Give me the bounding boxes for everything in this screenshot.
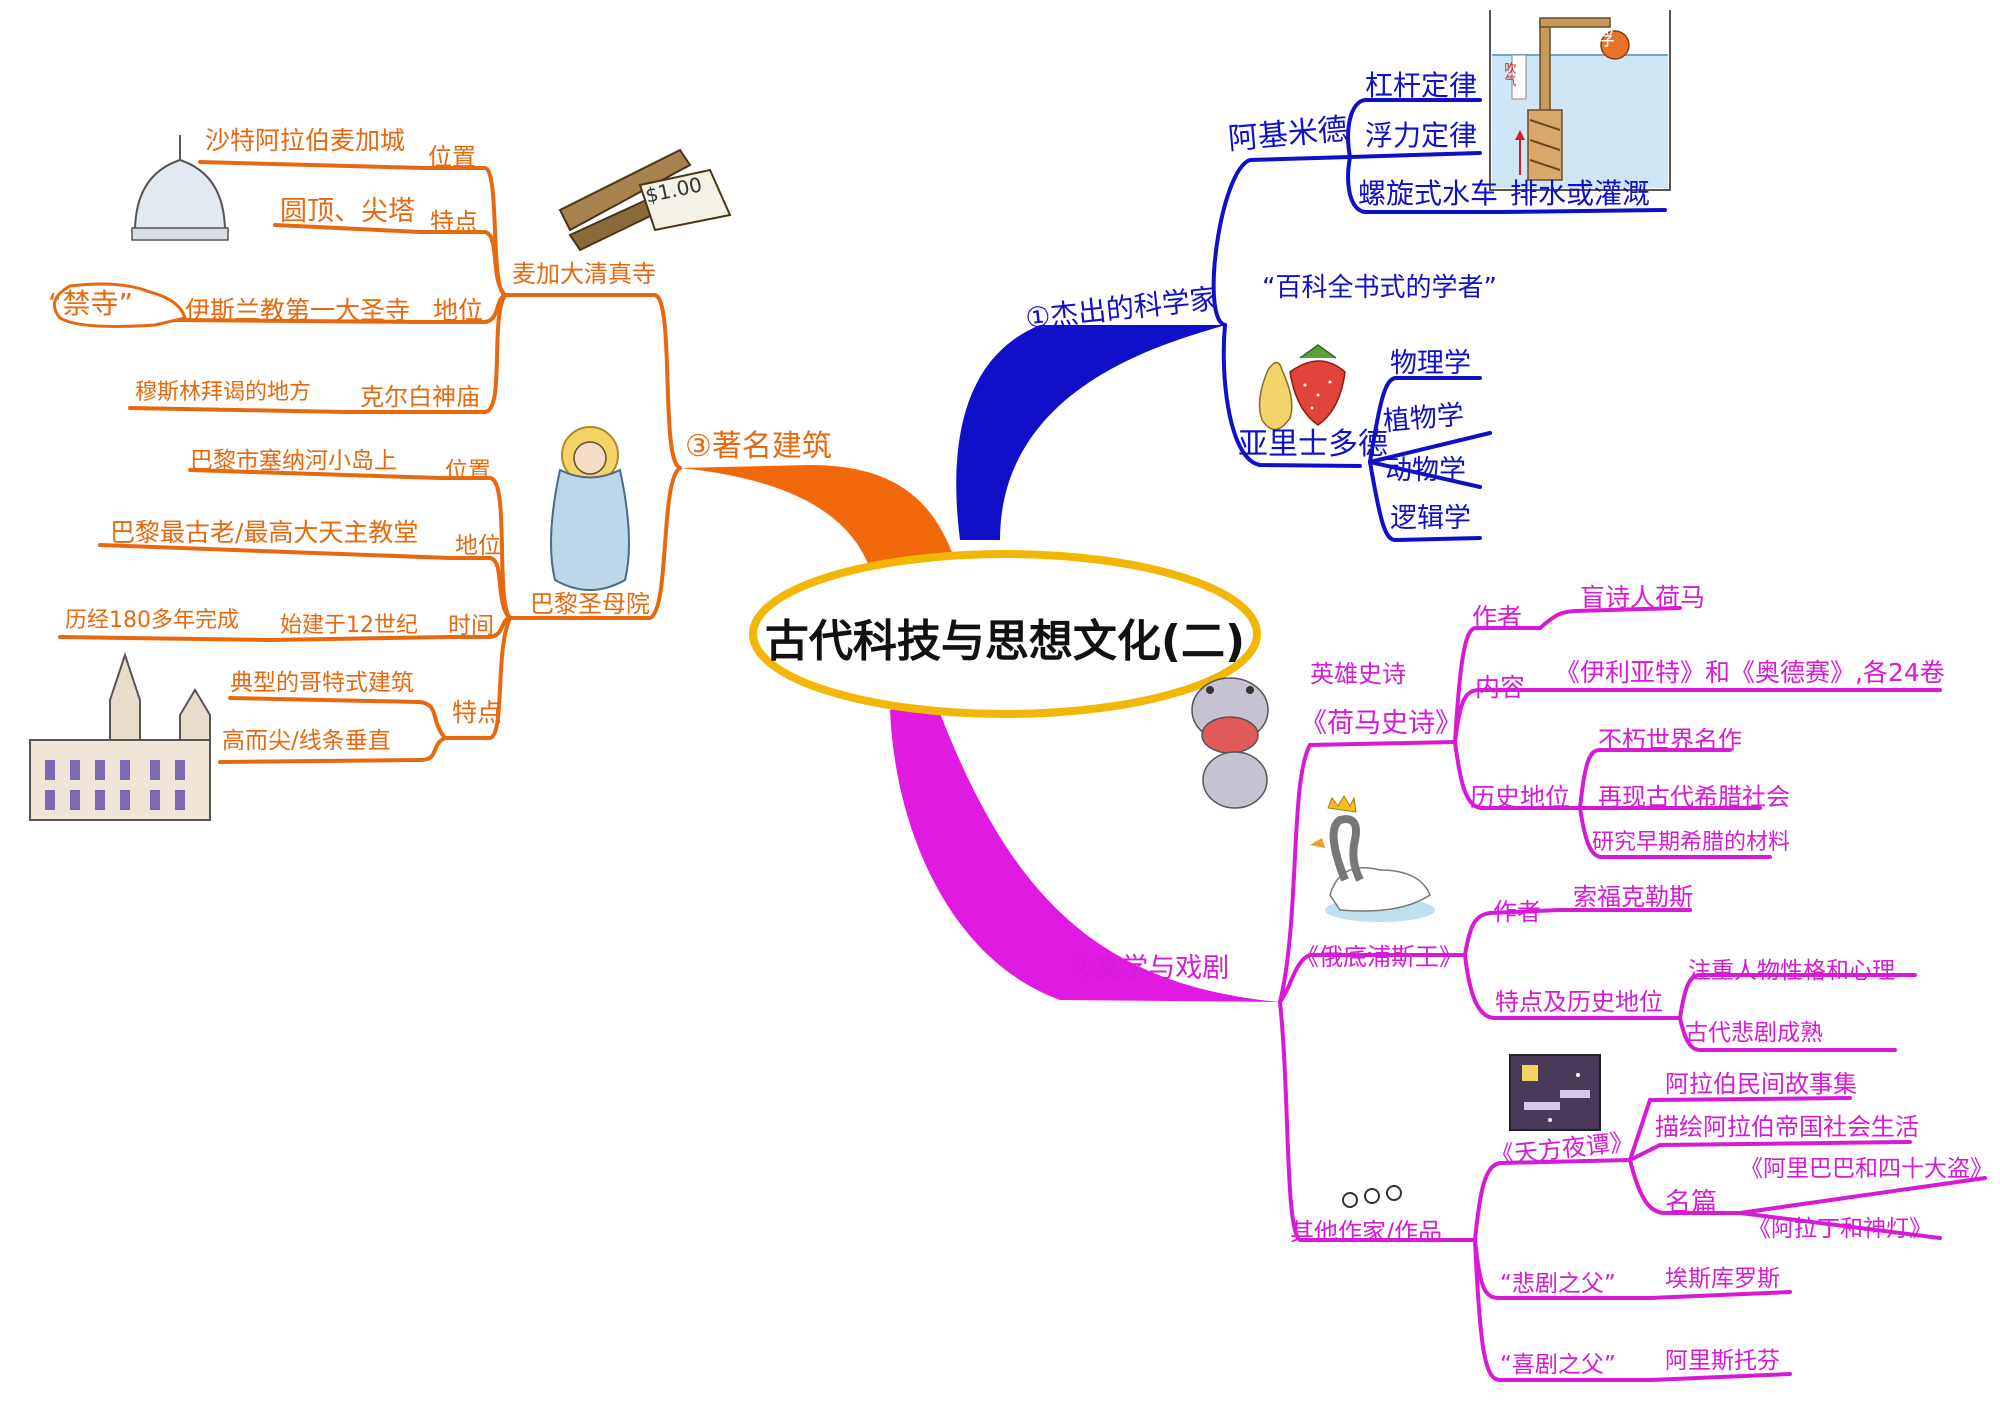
aristotle-label: 亚里士多德	[1238, 427, 1388, 462]
oedipus-author-value: 索福克勒斯	[1573, 883, 1693, 911]
notre-dame-label: 巴黎圣母院	[530, 590, 650, 618]
oedipus-feature-2: 古代悲剧成熟	[1685, 1020, 1823, 1046]
night-sky-illustration	[1509, 1054, 1601, 1131]
famous-work-1: 《阿里巴巴和四十大盗》	[1740, 1156, 1993, 1182]
mecca-mosque-label: 麦加大清真寺	[512, 260, 656, 288]
tragedy-father-label: “悲剧之父”	[1500, 1271, 1616, 1297]
branch-3-label: ③著名建筑	[685, 429, 832, 464]
branch-3-trunk	[680, 465, 955, 585]
tragedy-father-name: 埃斯库罗斯	[1665, 1266, 1780, 1292]
mecca-location-value: 沙特阿拉伯麦加城	[205, 126, 406, 155]
notre-dame-time-span: 历经180多年完成	[65, 608, 239, 633]
encyclopedic-scholar-label: “百科全书式的学者”	[1262, 273, 1497, 303]
branch-1-trunk	[956, 325, 1225, 540]
heroic-epic-label: 英雄史诗	[1310, 660, 1406, 688]
cathedral-illustration	[29, 651, 211, 821]
screw-pump-label: 螺旋式水车	[1358, 177, 1499, 210]
madonna-illustration	[550, 426, 630, 591]
homer-epic-label: 《荷马史诗》	[1300, 708, 1462, 739]
hippo-illustration	[1191, 677, 1269, 809]
notre-dame-status-value: 巴黎最古老/最高大天主教堂	[110, 518, 419, 547]
physics-label: 物理学	[1390, 348, 1471, 379]
arabian-item-2: 描绘阿拉伯帝国社会生活	[1655, 1113, 1919, 1141]
other-works-label: 其他作家/作品	[1290, 1218, 1443, 1246]
three-dots-illustration	[1342, 1185, 1402, 1208]
blue-lines	[1211, 98, 1667, 543]
forbidden-mosque-label: “禁寺”	[48, 287, 134, 320]
blow-air-label: 吹气	[1503, 62, 1517, 86]
comedy-father-name: 阿里斯托芬	[1665, 1348, 1780, 1374]
oedipus-feature-label: 特点及历史地位	[1495, 988, 1663, 1016]
center-oval	[749, 550, 1261, 718]
screw-pump-use-label: 排水或灌溉	[1510, 177, 1651, 210]
mecca-feature-label: 特点	[430, 208, 478, 236]
mecca-status-value: 伊斯兰教第一大圣寺	[185, 296, 411, 325]
buoyancy-law-label: 浮力定律	[1365, 119, 1478, 152]
oedipus-label: 《俄底浦斯王》	[1295, 943, 1463, 971]
branch-2-label: ②文学与戏剧	[1070, 953, 1230, 984]
homer-author-label: 作者	[1472, 603, 1523, 632]
homer-status-3: 研究早期希腊的材料	[1592, 830, 1791, 855]
homer-content-value: 《伊利亚特》和《奥德赛》,各24卷	[1555, 658, 1945, 687]
zoology-label: 动物学	[1385, 455, 1466, 486]
oedipus-author-label: 作者	[1493, 898, 1541, 926]
oedipus-feature-1: 注重人物性格和心理	[1688, 958, 1895, 984]
notre-dame-time-label: 时间	[448, 613, 494, 639]
notre-dame-feature-1: 典型的哥特式建筑	[230, 670, 414, 696]
homer-status-2: 再现古代希腊社会	[1598, 783, 1790, 811]
kaaba-desc: 穆斯林拜谒的地方	[135, 380, 312, 405]
fruit-illustration	[1258, 344, 1346, 431]
homer-content-label: 内容	[1475, 673, 1526, 702]
notre-dame-location-value: 巴黎市塞纳河小岛上	[190, 448, 397, 474]
notre-dame-location-label: 位置	[445, 458, 491, 484]
homer-author-value: 盲诗人荷马	[1580, 583, 1706, 612]
page-title: 古代科技与思想文化(二)	[764, 616, 1246, 667]
comedy-father-label: “喜剧之父”	[1500, 1352, 1616, 1378]
notre-dame-time-start: 始建于12世纪	[280, 613, 418, 638]
notre-dame-status-label: 地位	[455, 533, 501, 559]
mosque-dome-illustration	[131, 135, 229, 241]
notre-dame-feature-2: 高而尖/线条垂直	[222, 728, 391, 754]
homer-status-label: 历史地位	[1470, 783, 1571, 812]
kaaba-label: 克尔白神庙	[360, 383, 480, 411]
clothespin-price-tag-illustration	[558, 148, 732, 252]
logic-label: 逻辑学	[1390, 503, 1471, 534]
archimedes-tank-illustration	[1489, 10, 1671, 191]
arabian-item-1: 阿拉伯民间故事集	[1665, 1070, 1857, 1098]
mecca-feature-value: 圆顶、尖塔	[280, 196, 415, 227]
botany-label: 植物学	[1381, 399, 1466, 438]
mecca-location-label: 位置	[428, 143, 476, 171]
branch-2-trunk	[890, 700, 1280, 1002]
magenta-lines	[1278, 606, 1987, 1382]
mecca-status-label: 地位	[433, 296, 484, 325]
famous-work-2: 《阿拉丁和神灯》	[1748, 1216, 1932, 1242]
swan-illustration	[1310, 795, 1435, 922]
homer-status-1: 不朽世界名作	[1598, 726, 1742, 754]
callout-bubble	[52, 282, 187, 328]
famous-works-label: 名篇	[1665, 1188, 1718, 1218]
float-label: 浮	[1595, 26, 1615, 50]
notre-dame-feature-label: 特点	[452, 698, 503, 727]
orange-lines	[58, 160, 682, 764]
lever-law-label: 杠杆定律	[1365, 69, 1478, 102]
